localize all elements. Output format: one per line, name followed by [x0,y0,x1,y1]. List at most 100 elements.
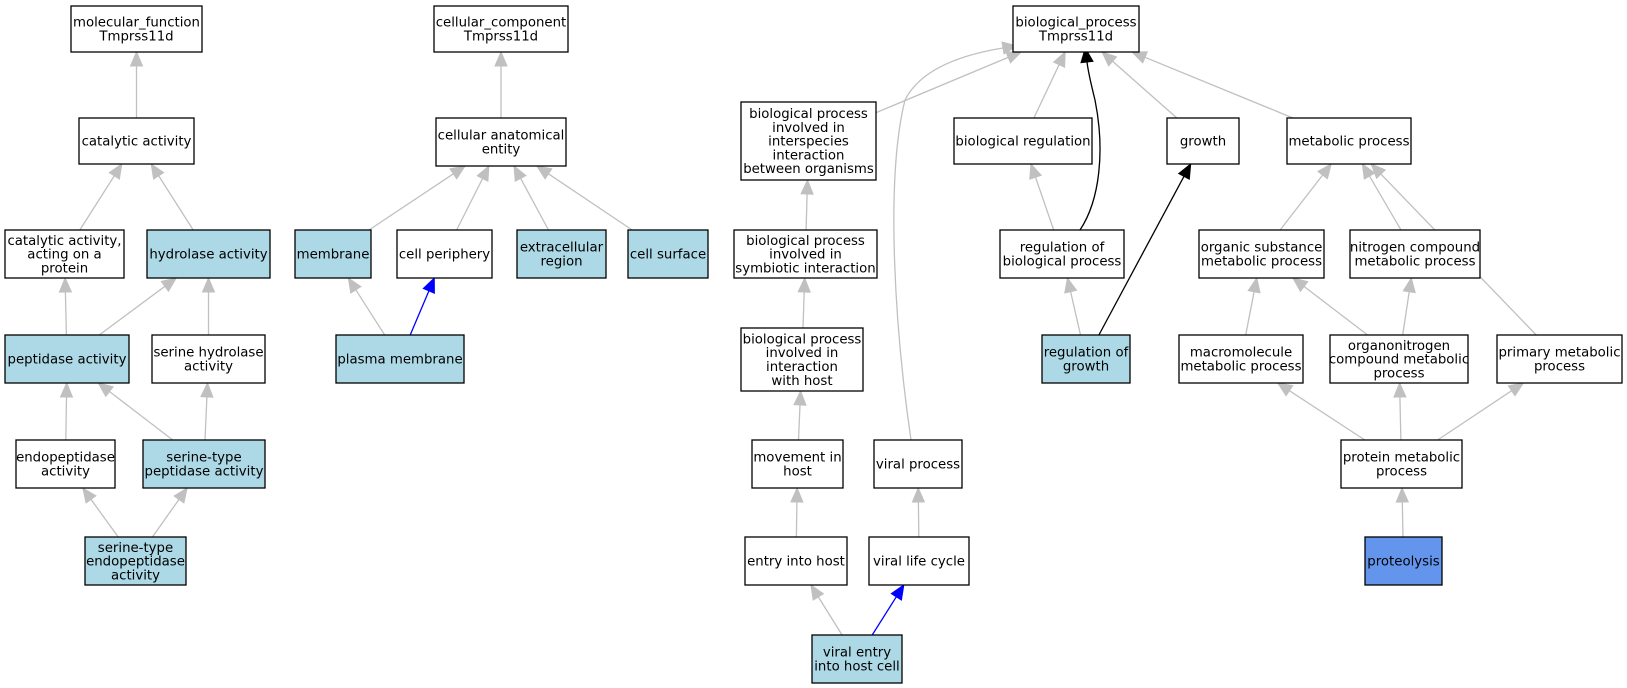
node-hydrolase[interactable]: hydrolase activity [146,229,271,279]
node-label-line: biological_process [1015,16,1136,31]
node-label-line: extracellular [520,241,604,256]
edge-line [204,396,208,441]
edge-line [817,596,843,636]
node-surface[interactable]: cell surface [627,229,709,279]
node-label-line: Tmprss11d [98,30,173,45]
node-label-line: cellular_component [436,16,567,31]
edge-ser_peptidase-to-ser_hydrolase [200,381,214,441]
node-proteolysis[interactable]: proteolysis [1364,536,1443,586]
node-entry-host[interactable]: entry into host [744,536,848,586]
node-label-line: endopeptidase [16,451,115,466]
edge-organonitrogen-to-nitrogen [1402,276,1416,336]
arrowhead [1507,382,1525,397]
node-label-line: biological process [1003,255,1122,270]
edge-line [805,193,808,231]
node-peptidase[interactable]: peptidase activity [4,334,130,384]
node-plasma[interactable]: plasma membrane [335,334,465,384]
arrowhead [1080,46,1094,64]
node-box [335,334,465,384]
node-metabolic[interactable]: metabolic process [1286,117,1412,165]
node-box [294,229,372,279]
node-bioreg[interactable]: biological regulation [953,117,1093,165]
edge-growth-to-bp [1101,51,1178,119]
edge-line [797,404,801,441]
edge-endopeptidase-to-peptidase [59,381,74,441]
edge-viral_process-to-bp [893,41,1019,441]
node-box [953,117,1093,165]
edge-line [1399,396,1402,441]
edge-line [520,177,550,231]
node-label-line: process [1373,366,1424,381]
edge-viral_life-to-viral_process [911,486,926,538]
arrowhead [810,583,825,601]
arrowhead [1402,276,1416,294]
node-box [15,439,116,489]
node-box [1198,229,1325,279]
node-viral-process[interactable]: viral process [873,439,963,489]
node-periphery[interactable]: cell periphery [396,229,493,279]
arrowhead [1316,162,1332,180]
edge-viral_entry-to-viral_life [871,583,905,636]
node-label-line: entity [482,143,521,158]
arrowhead [1130,51,1149,64]
node-label-line: interaction [766,360,838,375]
node-growth[interactable]: growth [1166,117,1240,165]
arrowhead [797,276,811,293]
node-box [1364,536,1443,586]
edge-reg_growth-to-growth [1098,162,1192,336]
edge-surface-to-cae [535,165,633,231]
node-box [78,117,195,165]
arrowhead [1291,277,1309,293]
node-label-line: compound metabolic [1329,353,1469,368]
node-box [1340,439,1463,489]
edge-metabolic-to-bp [1130,51,1294,119]
node-label-line: biological process [743,332,862,347]
node-viral-life[interactable]: viral life cycle [868,536,970,586]
node-label-line: plasma membrane [337,353,462,368]
arrowhead [535,165,553,180]
arrowhead [1064,276,1078,294]
node-label-line: serine-type [166,451,241,466]
arrowhead [449,165,467,180]
node-label-line: process [1534,360,1585,375]
node-catalytic[interactable]: catalytic activity [78,117,195,165]
node-label-line: interspecies [768,135,849,150]
edge-line [893,47,1004,441]
edge-layer [58,41,1537,636]
arrowhead [150,162,165,180]
node-box [433,5,569,53]
edge-peptidase-to-cat_protein [58,276,73,336]
edge-line [109,390,174,441]
node-label-line: biological process [749,107,868,122]
node-membrane[interactable]: membrane [294,229,372,279]
edge-line [151,499,180,538]
edge-peptidase-to-hydrolase [98,277,178,336]
edge-line [1303,285,1368,336]
node-label-line: catalytic activity, [7,234,121,249]
edge-line [1098,175,1185,336]
arrowhead [800,178,814,195]
